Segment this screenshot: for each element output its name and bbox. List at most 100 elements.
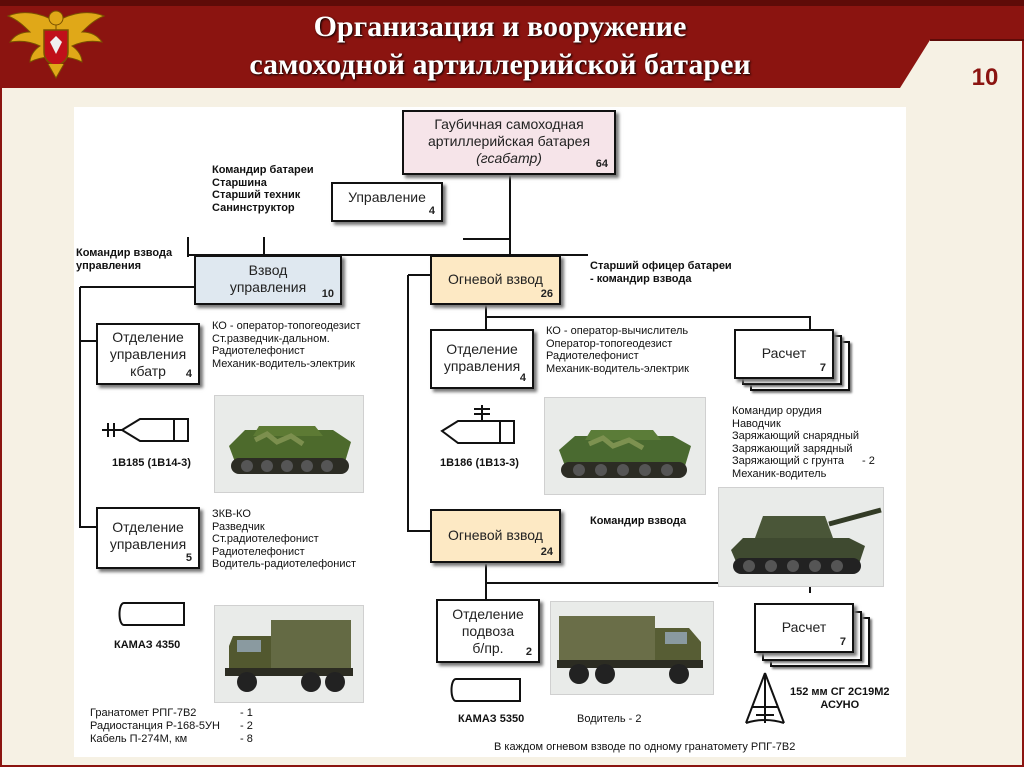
- fire-platoon-2-label: Огневой взвод: [448, 527, 543, 543]
- control-platoon-line-2: управления: [229, 279, 307, 295]
- root-line-3: (гсабатр): [476, 150, 542, 166]
- fire-platoon-2-note: Командир взвода: [590, 515, 687, 527]
- supply-line: б/пр.: [472, 640, 504, 656]
- footnote: В каждом огневом взводе по одному гранат…: [494, 741, 796, 753]
- staff-item: Механик-водитель-электрик: [212, 357, 355, 370]
- equipment-row: Гранатомет РПГ-7В2 - 1: [90, 707, 253, 720]
- kbatr-line: Отделение: [112, 329, 184, 345]
- kbatr-section-box: Отделение управления кбатр 4: [96, 323, 200, 385]
- kbatr-line: управления: [109, 346, 187, 362]
- truck-symbol-icon: [118, 602, 185, 626]
- staff-item: Заряжающий с грунта: [732, 455, 845, 467]
- staff-item: Заряжающий снарядный: [732, 430, 860, 442]
- truck-image: [557, 616, 703, 684]
- page-number: 10: [971, 64, 999, 91]
- note-line: Старший офицер батареи: [590, 260, 732, 272]
- staff-qty: - 2: [862, 455, 875, 467]
- staff-item: Командир орудия: [732, 405, 822, 417]
- staff-item: Оператор-топогеодезист: [546, 337, 673, 350]
- control-section-staff-list: ЗКВ-КО Разведчик Ст.радиотелефонист Ради…: [212, 508, 356, 571]
- equipment-qty: - 2: [240, 720, 253, 732]
- connector-lines: [79, 171, 811, 599]
- note-line: Командир взвода: [76, 247, 173, 259]
- equipment-qty: - 8: [240, 733, 253, 745]
- self-propelled-howitzer-image: [731, 507, 882, 574]
- kamaz-5350-label: КАМАЗ 5350: [458, 713, 525, 725]
- kbatr-vehicle-label: 1В185 (1В14-3): [112, 457, 191, 469]
- fire-control-staff-list: КО - оператор-вычислитель Оператор-топог…: [546, 325, 689, 375]
- fire-control-section-box: Отделение управления 4: [430, 329, 534, 389]
- control-section-line: Отделение: [112, 519, 184, 535]
- fire-control-vehicle-photo: [544, 397, 706, 495]
- supply-count: 2: [525, 646, 532, 658]
- kbatr-staff-list: КО - оператор-топогеодезист Ст.разведчик…: [212, 320, 361, 370]
- staff-item: Ст.радиотелефонист: [212, 533, 319, 545]
- equipment-name: Кабель П-274М, км: [90, 733, 188, 745]
- crew-1-box: Расчет 7: [734, 329, 834, 379]
- tracked-vehicle-image: [559, 430, 691, 478]
- root-count: 64: [595, 158, 608, 170]
- equipment-name: Гранатомет РПГ-7В2: [90, 707, 197, 719]
- fire-platoon-1-label: Огневой взвод: [448, 271, 543, 287]
- equipment-name: Радиостанция Р-168-5УН: [90, 720, 220, 732]
- control-platoon-line-1: Взвод: [248, 262, 288, 278]
- crew-1-staff-list: Командир орудия Наводчик Заряжающий снар…: [732, 405, 875, 480]
- note-line: - командир взвода: [590, 272, 692, 285]
- howitzer-symbol-icon: [745, 672, 785, 724]
- root-staff-list: Командир батареи Старшина Старший техник…: [212, 164, 314, 214]
- control-platoon-count: 10: [321, 288, 334, 300]
- command-vehicle-symbol-icon: [102, 418, 189, 442]
- slide-title: Организация и вооружение самоходной арти…: [130, 8, 870, 84]
- management-box: Управление 4: [331, 182, 443, 222]
- crew-1-label: Расчет: [761, 345, 807, 361]
- staff-item: Ст.разведчик-дальном.: [212, 332, 330, 345]
- title-line-1: Организация и вооружение: [313, 10, 687, 43]
- equipment-row: Кабель П-274М, км - 8: [90, 733, 253, 746]
- equipment-qty: - 1: [240, 707, 253, 719]
- org-chart-panel: Гаубичная самоходная артиллерийская бата…: [74, 107, 906, 757]
- root-staff-item: Санинструктор: [212, 201, 295, 214]
- supply-section-box: Отделение подвоза б/пр. 2: [436, 599, 540, 663]
- note-line: управления: [76, 259, 142, 272]
- control-platoon-box: Взвод управления 10: [194, 255, 342, 305]
- management-label: Управление: [348, 189, 426, 205]
- banner-shape: [0, 0, 1024, 88]
- crew-2-box: Расчет 7: [754, 603, 854, 653]
- control-section-line: управления: [109, 536, 187, 552]
- staff-item: Заряжающий зарядный: [732, 442, 853, 455]
- fire-platoon-2-box: Огневой взвод 24: [430, 509, 561, 563]
- control-section-box: Отделение управления 5: [96, 507, 200, 569]
- root-staff-item: Старшина: [212, 176, 267, 189]
- fire-control-vehicle-label: 1В186 (1В13-3): [440, 457, 519, 469]
- kamaz-4350-label: КАМАЗ 4350: [114, 639, 181, 651]
- equipment-row: Радиостанция Р-168-5УН - 2: [90, 720, 253, 733]
- staff-item: Разведчик: [212, 520, 265, 533]
- tracked-vehicle-image: [229, 426, 351, 474]
- staff-item: Водитель-радиотелефонист: [212, 558, 357, 570]
- fire-control-vehicle-symbol-icon: [440, 405, 515, 444]
- fire-platoon-2-count: 24: [540, 546, 553, 558]
- root-staff-item: Командир батареи: [212, 164, 314, 176]
- fire-control-count: 4: [519, 372, 526, 384]
- howitzer-photo: [718, 487, 884, 587]
- crew-1-count: 7: [819, 362, 826, 374]
- staff-item: КО - оператор-вычислитель: [546, 325, 689, 337]
- fire-platoon-1-note: Старший офицер батареи - командир взвода: [590, 260, 732, 285]
- battery-root-box: Гаубичная самоходная артиллерийская бата…: [402, 110, 616, 175]
- fire-platoon-1-box: Огневой взвод 26: [430, 255, 561, 305]
- staff-item: Радиотелефонист: [212, 545, 305, 558]
- eagle-emblem-icon: [6, 10, 106, 80]
- management-count: 4: [428, 205, 435, 217]
- staff-item: Механик-водитель-электрик: [546, 362, 689, 375]
- kbatr-count: 4: [185, 368, 192, 380]
- command-vehicle-photo: [214, 395, 364, 493]
- title-line-2: самоходной артиллерийской батареи: [249, 48, 751, 81]
- supply-truck-symbol-icon: [450, 678, 521, 702]
- root-line-1: Гаубичная самоходная: [434, 116, 584, 132]
- staff-item: КО - оператор-топогеодезист: [212, 320, 361, 332]
- fire-platoon-1-count: 26: [540, 288, 553, 300]
- staff-item: Радиотелефонист: [212, 345, 305, 357]
- root-line-2: артиллерийская батарея: [427, 133, 591, 149]
- supply-driver-label: Водитель - 2: [577, 713, 642, 725]
- root-staff-item: Старший техник: [212, 189, 301, 201]
